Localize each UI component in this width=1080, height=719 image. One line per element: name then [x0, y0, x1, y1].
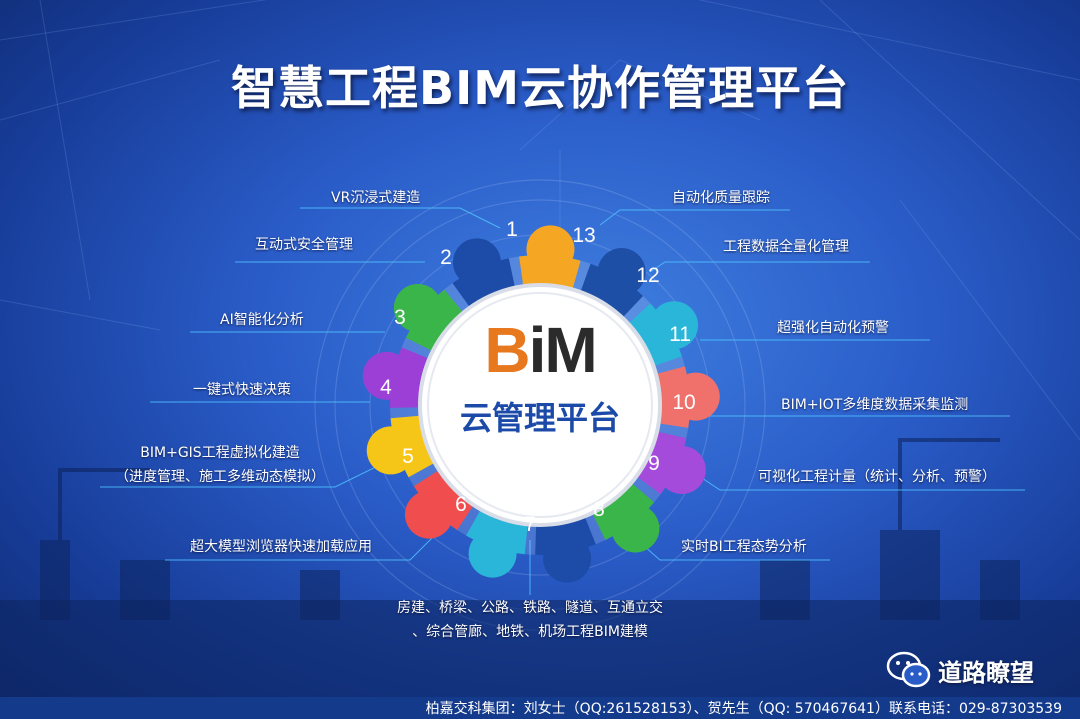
module-number-2: 2	[416, 238, 476, 278]
brand-name: 道路瞭望	[938, 653, 1034, 688]
module-label-13: 自动化质量跟踪	[672, 187, 770, 207]
module-label-1: VR沉浸式建造	[331, 187, 420, 207]
footer-bar: 柏嘉交科集团：刘女士（QQ:261528153）、贺先生（QQ: 5704676…	[0, 697, 1080, 719]
module-number-7: 7	[500, 505, 560, 545]
module-label-4: 一键式快速决策	[193, 379, 291, 399]
module-number-10: 10	[654, 383, 714, 423]
module-number-6: 6	[431, 485, 491, 525]
module-label-10: BIM+IOT多维度数据采集监测	[781, 394, 968, 414]
module-label-6: 超大模型浏览器快速加载应用	[190, 536, 372, 556]
module-number-8: 8	[569, 490, 629, 530]
module-label-8: 实时BI工程态势分析	[681, 536, 807, 556]
module-label-7: 房建、桥梁、公路、铁路、隧道、互通立交 、综合管廊、地铁、机场工程BIM建模	[370, 596, 690, 644]
module-label-5: BIM+GIS工程虚拟化建造 （进度管理、施工多维动态模拟）	[100, 441, 340, 489]
contact-info: 柏嘉交科集团：刘女士（QQ:261528153）、贺先生（QQ: 5704676…	[426, 698, 1062, 718]
hub-subtitle: 云管理平台	[420, 393, 660, 439]
brand-badge: 道路瞭望	[886, 650, 1034, 690]
module-label-12: 工程数据全量化管理	[723, 236, 849, 256]
module-label-9: 可视化工程计量（统计、分析、预警）	[758, 466, 996, 486]
module-number-1: 1	[482, 210, 542, 250]
module-label-2: 互动式安全管理	[255, 234, 353, 254]
module-number-13: 13	[554, 216, 614, 256]
module-number-4: 4	[356, 368, 416, 408]
module-number-12: 12	[618, 256, 678, 296]
module-number-11: 11	[650, 315, 710, 355]
bim-logo: BiM	[420, 313, 660, 387]
wechat-icon	[886, 650, 932, 690]
module-label-3: AI智能化分析	[220, 309, 304, 329]
module-label-11: 超强化自动化预警	[777, 317, 889, 337]
module-number-9: 9	[624, 444, 684, 484]
module-number-3: 3	[370, 298, 430, 338]
module-number-5: 5	[378, 437, 438, 477]
